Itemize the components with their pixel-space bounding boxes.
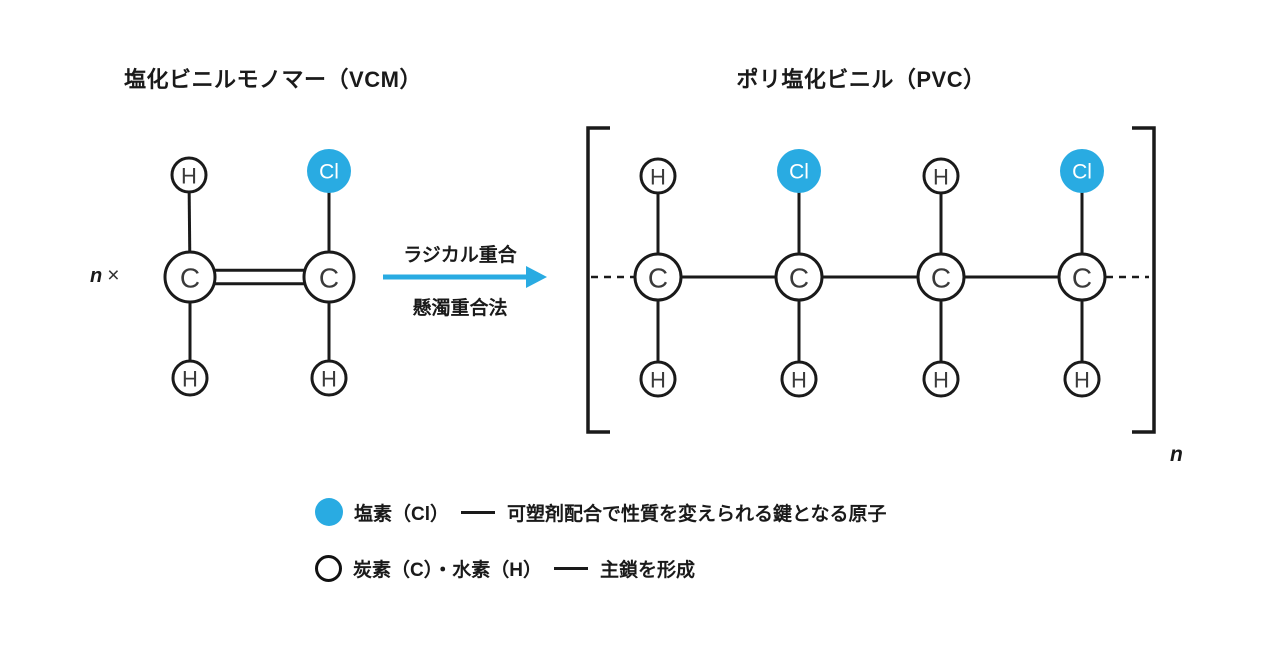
atom-label-c: C [931,263,951,294]
atom-circle-h [639,157,677,195]
chlorine-swatch-icon [315,498,343,526]
atom-label-c: C [1072,263,1092,294]
vcm-title: 塩化ビニルモノマー（VCM） [124,67,422,92]
legend: 塩素（Cl） 可塑剤配合で性質を変えられる鍵となる原子 炭素（C）・水素（H） … [315,498,886,582]
atom-circle-cl [777,149,821,193]
atom-label-cl: Cl [789,161,809,184]
bracket-left [586,126,610,434]
bracket-right [1132,126,1156,434]
atom-circle-h [639,360,677,398]
atom-label-c: C [319,263,339,294]
atom-label-c: C [180,263,200,294]
atom-label-h: H [791,368,807,393]
legend-label-chlorine: 塩素（Cl） [354,503,450,525]
atom-circle-h [922,360,960,398]
atom-circle-cl [307,149,351,193]
legend-desc-chlorine: 可塑剤配合で性質を変えられる鍵となる原子 [507,503,887,525]
atom-circle-h [922,157,960,195]
atom-circle-c [916,252,966,302]
atom-circle-c [302,250,356,304]
atom-label-h: H [650,165,666,190]
multiplier-times-sign: × [107,264,120,287]
atom-label-h: H [181,164,197,189]
legend-label-carbon-hydrogen: 炭素（C）・水素（H） [353,559,542,581]
atom-label-h: H [933,368,949,393]
atom-label-h: H [933,165,949,190]
atom-label-cl: Cl [1072,161,1092,184]
legend-desc-carbon-hydrogen: 主鎖を形成 [599,559,695,581]
atom-circle-h [171,359,209,397]
reaction-arrow-head [526,266,547,288]
atom-circle-h [170,156,208,194]
atom-label-c: C [648,263,668,294]
atom-label-h: H [650,368,666,393]
multiplier-n: n [90,265,103,287]
atom-circle-h [310,359,348,397]
atom-circle-h [780,360,818,398]
legend-dash-line [553,566,588,570]
arrow-label-radical-polymerization: ラジカル重合 [403,245,517,266]
carbon-hydrogen-swatch-icon [315,554,342,582]
monomer-multiplier: n× [90,264,119,288]
atom-circle-c [774,252,824,302]
atom-circle-c [633,252,683,302]
pvc-repeat-subscript-n: n [1170,443,1183,466]
atom-circle-h [1063,360,1101,398]
pvc-title: ポリ塩化ビニル（PVC） [736,67,986,92]
atom-label-h: H [321,367,337,392]
atom-circle-c [163,250,217,304]
atom-circle-cl [1060,149,1104,193]
atom-label-c: C [789,263,809,294]
atom-label-h: H [1074,368,1090,393]
atom-circle-c [1057,252,1107,302]
atom-label-cl: Cl [319,161,339,184]
legend-row-chlorine: 塩素（Cl） 可塑剤配合で性質を変えられる鍵となる原子 [315,498,886,526]
legend-row-carbon-hydrogen: 炭素（C）・水素（H） 主鎖を形成 [315,554,886,582]
atom-label-h: H [182,367,198,392]
arrow-label-suspension-method: 懸濁重合法 [412,298,508,319]
legend-dash-line [461,510,496,514]
